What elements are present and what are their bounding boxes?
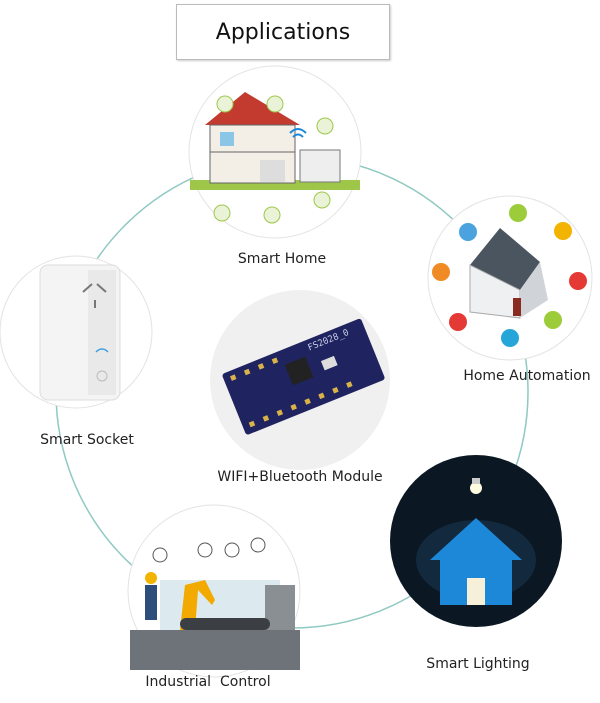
smart-lighting-label: Smart Lighting <box>426 656 530 672</box>
page-title: Applications <box>176 4 390 60</box>
smart-lighting-image <box>390 455 562 627</box>
smart-socket-label: Smart Socket <box>40 432 134 448</box>
smart-home-image <box>188 65 362 239</box>
industrial-control-label: Industrial Control <box>145 674 271 690</box>
home-automation-label: Home Automation <box>463 368 591 384</box>
module-label: WIFI+Bluetooth Module <box>217 469 383 485</box>
home-automation-image <box>427 195 593 361</box>
smart-socket-image <box>0 255 153 409</box>
wifi-bluetooth-module-image: FS2028_0 <box>210 290 390 470</box>
smart-home-label: Smart Home <box>237 251 327 267</box>
industrial-control-image <box>127 504 301 678</box>
